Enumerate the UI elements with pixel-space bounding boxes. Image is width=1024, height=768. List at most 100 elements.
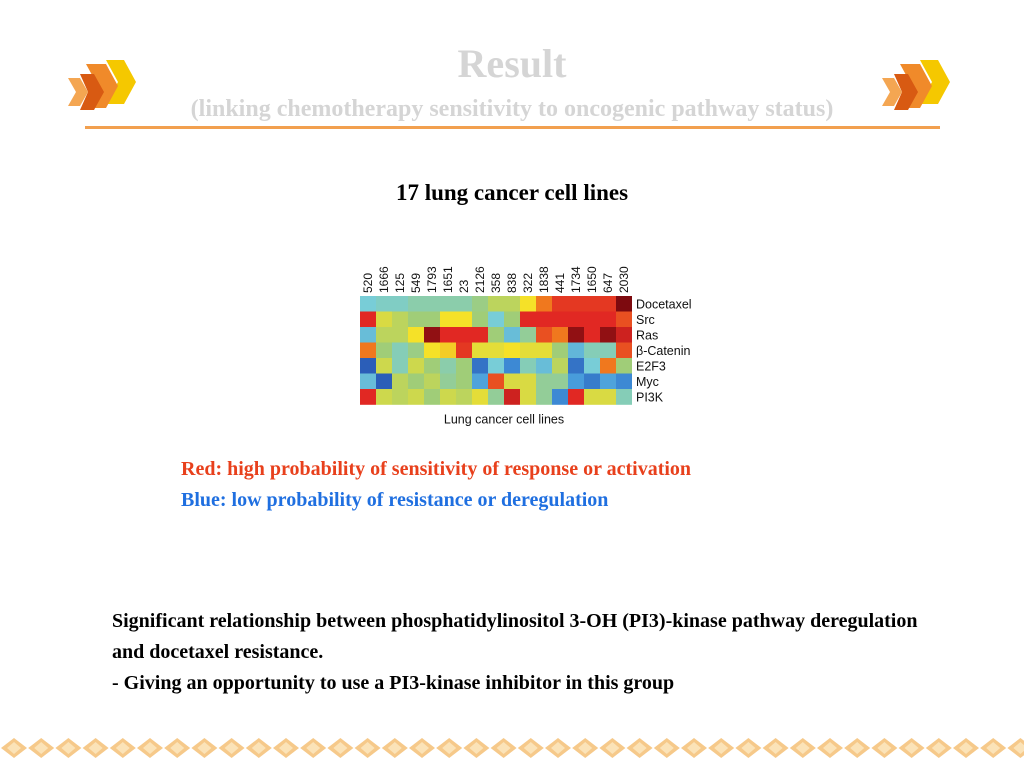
heatmap-cell bbox=[456, 358, 472, 374]
heatmap-cell bbox=[440, 311, 456, 328]
heatmap-cell bbox=[504, 389, 520, 405]
heatmap-cell bbox=[600, 358, 616, 374]
footer-diamond bbox=[164, 738, 191, 758]
conclusion-text: Significant relationship between phospha… bbox=[112, 606, 942, 699]
heatmap-cell bbox=[424, 311, 440, 328]
heatmap-cell bbox=[568, 327, 584, 343]
heatmap-cell bbox=[440, 389, 456, 405]
heatmap-cell bbox=[568, 296, 584, 312]
hexagon-cluster-icon bbox=[882, 60, 950, 110]
footer-diamond bbox=[463, 738, 490, 758]
heatmap-cell bbox=[376, 389, 392, 405]
heatmap-cell bbox=[584, 389, 600, 405]
heatmap-cell bbox=[600, 389, 616, 405]
heatmap-cell bbox=[536, 358, 552, 374]
heatmap-cell bbox=[616, 358, 632, 374]
footer-diamond-pattern bbox=[1, 738, 1024, 758]
heatmap-cell bbox=[488, 389, 504, 405]
heatmap-cell bbox=[552, 342, 568, 359]
heatmap-cell bbox=[440, 342, 456, 359]
heatmap-cell bbox=[360, 389, 376, 405]
heatmap-cell bbox=[392, 311, 408, 328]
heatmap-cell bbox=[408, 389, 424, 405]
heatmap-cell bbox=[408, 358, 424, 374]
column-label: 1666 bbox=[377, 266, 391, 293]
footer-diamond bbox=[572, 738, 599, 758]
footer-diamond bbox=[953, 738, 979, 758]
conclusion-paragraph: Significant relationship between phospha… bbox=[112, 610, 918, 663]
heatmap-cell bbox=[392, 373, 408, 390]
heatmap-cell bbox=[392, 389, 408, 405]
heatmap-cell bbox=[520, 389, 536, 405]
column-label: 838 bbox=[505, 273, 519, 293]
footer-diamond bbox=[191, 738, 218, 758]
heatmap-cell bbox=[376, 311, 392, 328]
heatmap-cell bbox=[568, 358, 584, 374]
heatmap-cell bbox=[520, 373, 536, 390]
heatmap-cell bbox=[552, 389, 568, 405]
heatmap-cell bbox=[504, 311, 520, 328]
column-label: 647 bbox=[601, 273, 615, 293]
heatmap-cell bbox=[376, 358, 392, 374]
heatmap-cell bbox=[616, 296, 632, 312]
heatmap-cell bbox=[392, 296, 408, 312]
heatmap-cell bbox=[536, 342, 552, 359]
heatmap-cell bbox=[616, 327, 632, 343]
footer-diamond bbox=[980, 738, 1007, 758]
row-label: Myc bbox=[636, 375, 659, 389]
column-label: 1650 bbox=[585, 266, 599, 293]
heatmap-cell bbox=[360, 327, 376, 343]
heatmap-cell bbox=[472, 342, 488, 359]
footer-diamond bbox=[273, 738, 299, 758]
heatmap-cell bbox=[376, 373, 392, 390]
hexagon-cluster-icon bbox=[68, 60, 136, 110]
heatmap-cell bbox=[360, 373, 376, 390]
footer-diamond bbox=[245, 738, 272, 758]
heatmap-cell bbox=[376, 327, 392, 343]
heatmap-cell bbox=[424, 327, 440, 343]
heatmap-cell bbox=[360, 296, 376, 312]
heatmap-cell bbox=[472, 389, 488, 405]
heatmap-cell bbox=[488, 358, 504, 374]
heatmap-cell bbox=[424, 358, 440, 374]
row-label: Src bbox=[636, 313, 655, 327]
column-label: 2126 bbox=[473, 266, 487, 293]
heatmap-cell bbox=[488, 327, 504, 343]
title-divider bbox=[85, 126, 940, 129]
heatmap-cell bbox=[520, 296, 536, 312]
heatmap-cell bbox=[536, 311, 552, 328]
heatmap-cell bbox=[456, 311, 472, 328]
footer-diamond bbox=[626, 738, 653, 758]
footer-diamond bbox=[109, 738, 136, 758]
heatmap-cell bbox=[440, 327, 456, 343]
footer-diamond bbox=[517, 738, 544, 758]
column-label: 358 bbox=[489, 273, 503, 293]
heatmap-cell bbox=[536, 296, 552, 312]
heatmap-cell bbox=[424, 373, 440, 390]
footer-diamond bbox=[55, 738, 82, 758]
column-label: 1838 bbox=[537, 266, 551, 293]
row-label: β-Catenin bbox=[636, 344, 690, 358]
heatmap-cell bbox=[408, 342, 424, 359]
heatmap-cell bbox=[488, 296, 504, 312]
column-label: 441 bbox=[553, 273, 567, 293]
footer-diamond bbox=[708, 738, 735, 758]
heatmap-cell bbox=[552, 358, 568, 374]
heatmap-cell bbox=[536, 389, 552, 405]
heatmap-cell bbox=[360, 311, 376, 328]
heatmap-cell bbox=[536, 327, 552, 343]
heatmap-cell bbox=[424, 342, 440, 359]
heatmap-cell bbox=[376, 342, 392, 359]
heatmap-cell bbox=[600, 296, 616, 312]
heatmap-cell bbox=[616, 389, 632, 405]
heatmap-cell bbox=[584, 342, 600, 359]
footer-diamond bbox=[925, 738, 952, 758]
heatmap-cell bbox=[584, 358, 600, 374]
footer-diamond bbox=[735, 738, 762, 758]
column-label: 1651 bbox=[441, 266, 455, 293]
footer-diamond bbox=[844, 738, 871, 758]
row-label: PI3K bbox=[636, 391, 664, 405]
heatmap-cell bbox=[520, 327, 536, 343]
heatmap-cell bbox=[600, 311, 616, 328]
footer-diamond bbox=[300, 738, 327, 758]
